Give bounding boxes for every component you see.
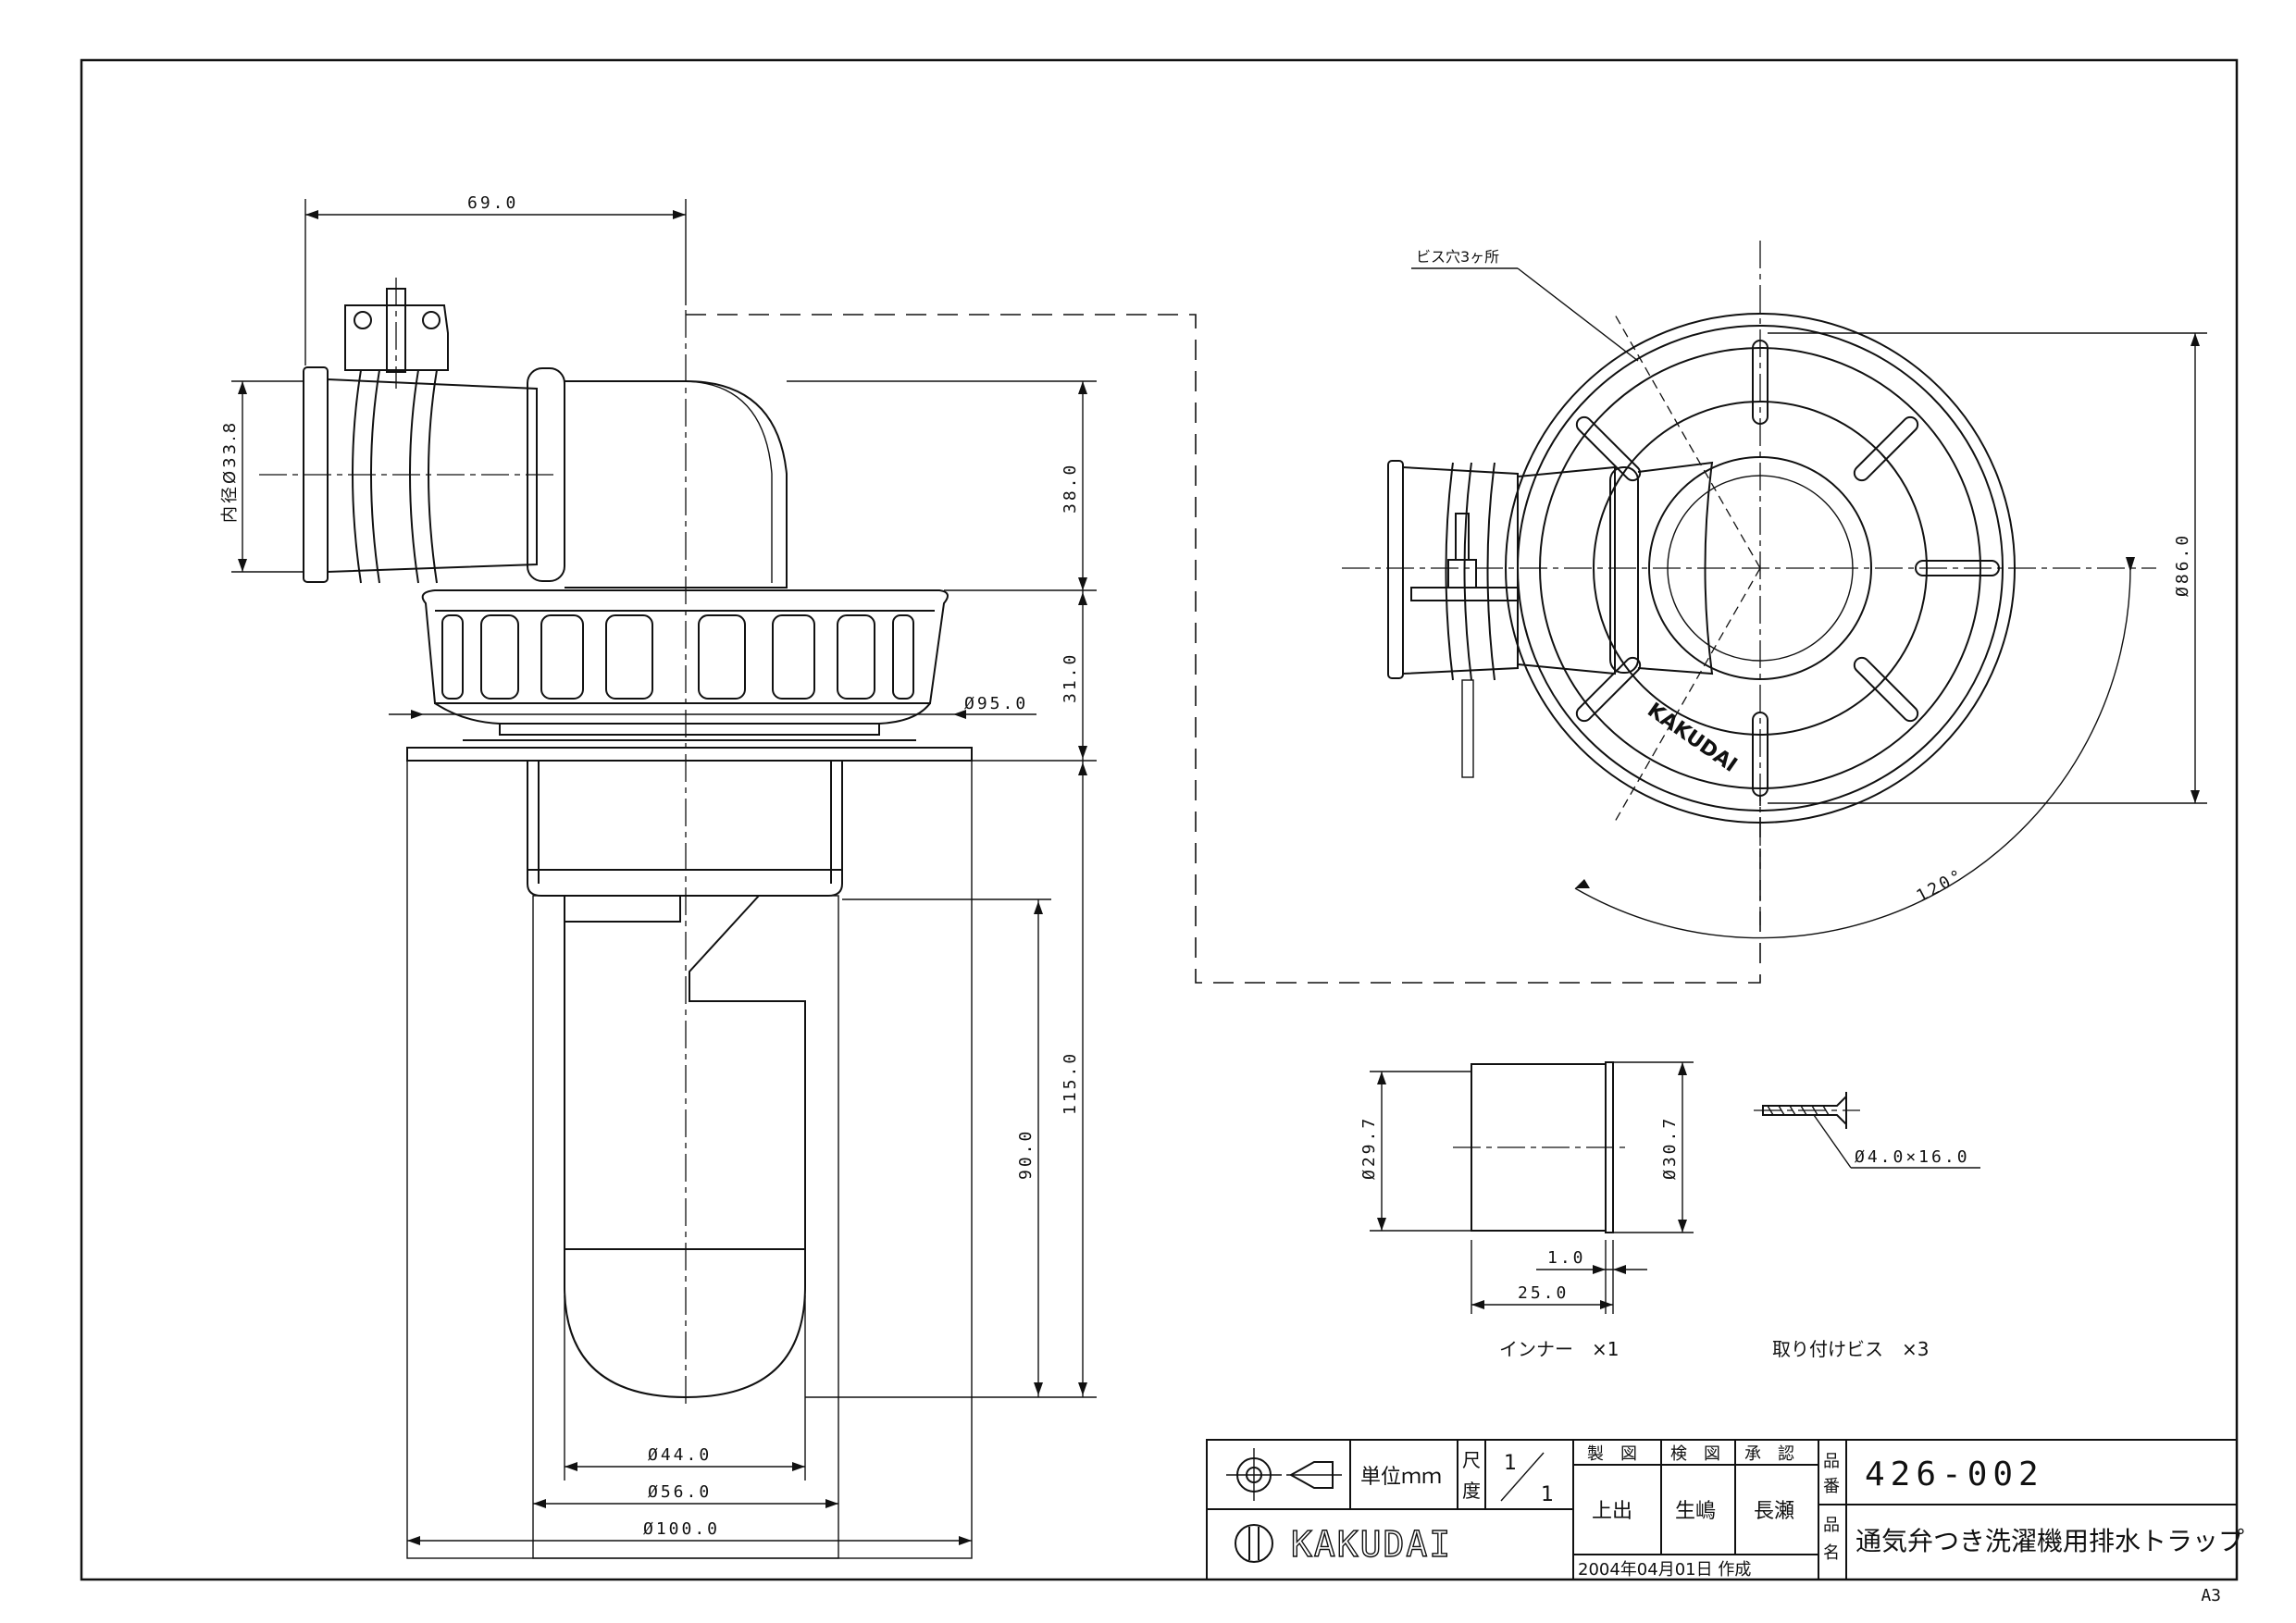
dim-inner-dia: 内径Ø33.8 bbox=[220, 420, 240, 523]
sheet-size: A3 bbox=[2201, 1586, 2221, 1605]
scale-label-2: 度 bbox=[1462, 1480, 1481, 1502]
creation-date: 2004年04月01日 作成 bbox=[1578, 1560, 1751, 1580]
part-no-label-2: 番 bbox=[1823, 1477, 1840, 1496]
dim-height-90: 90.0 bbox=[1016, 1129, 1036, 1180]
dim-angle-120: 120° bbox=[1913, 865, 1967, 907]
product-name: 通気弁つき洗濯機用排水トラップ bbox=[1855, 1526, 2244, 1556]
scale-numerator: 1 bbox=[1504, 1452, 1517, 1475]
top-view-emboss: KAKUDAI bbox=[1643, 699, 1741, 777]
dim-screw-size: Ø4.0×16.0 bbox=[1855, 1147, 1970, 1167]
name-label-1: 品 bbox=[1823, 1516, 1840, 1535]
dim-dia-95: Ø95.0 bbox=[964, 694, 1028, 713]
dim-dia-44: Ø44.0 bbox=[648, 1445, 712, 1465]
label-screw: 取り付けビス ×3 bbox=[1772, 1338, 1929, 1360]
dim-inner-1: 1.0 bbox=[1547, 1248, 1586, 1268]
dim-inner-30: Ø30.7 bbox=[1660, 1116, 1680, 1180]
dim-height-115: 115.0 bbox=[1061, 1051, 1080, 1115]
dim-inner-25: 25.0 bbox=[1518, 1283, 1569, 1303]
scale-denominator: 1 bbox=[1541, 1483, 1554, 1506]
company-logo: KAKUDAI bbox=[1291, 1524, 1452, 1565]
unit-label: 単位ｍｍ bbox=[1360, 1466, 1442, 1489]
made-by: 上出 bbox=[1592, 1500, 1632, 1523]
dim-width-69: 69.0 bbox=[467, 193, 518, 213]
dim-height-38: 38.0 bbox=[1061, 463, 1080, 514]
label-inner: インナー ×1 bbox=[1499, 1338, 1619, 1360]
checked-by: 生嶋 bbox=[1675, 1500, 1716, 1523]
dim-dia-56: Ø56.0 bbox=[648, 1482, 712, 1502]
dim-inner-29: Ø29.7 bbox=[1359, 1116, 1379, 1180]
top-view: KAKUDAI ビス穴3ヶ所 120° Ø86.0 bbox=[1342, 241, 2207, 939]
part-number: 426-002 bbox=[1865, 1456, 2044, 1493]
screw-view: Ø4.0×16.0 取り付けビス ×3 bbox=[1754, 1092, 1980, 1360]
label-screw-holes: ビス穴3ヶ所 bbox=[1416, 248, 1499, 266]
scale-label-1: 尺 bbox=[1462, 1449, 1481, 1471]
dim-height-31: 31.0 bbox=[1061, 652, 1080, 703]
approved-by: 長瀬 bbox=[1754, 1500, 1794, 1523]
made-label: 製 図 bbox=[1587, 1444, 1637, 1464]
front-view: 69.0 内径Ø33.8 38.0 31.0 Ø95.0 115.0 90.0 … bbox=[220, 193, 1097, 1559]
dim-dia-100: Ø100.0 bbox=[643, 1519, 720, 1539]
drawing-frame bbox=[80, 58, 2239, 1581]
part-no-label-1: 品 bbox=[1823, 1452, 1840, 1471]
dim-dia-86: Ø86.0 bbox=[2173, 533, 2192, 597]
title-block: 単位ｍｍ 尺 度 1 1 製 図 検 図 承 認 上出 生嶋 長瀬 品 番 42… bbox=[1206, 1439, 2244, 1580]
approved-label: 承 認 bbox=[1744, 1444, 1794, 1464]
inner-part-view: Ø29.7 Ø30.7 1.0 25.0 インナー ×1 bbox=[1359, 1061, 1694, 1360]
name-label-2: 名 bbox=[1823, 1543, 1840, 1563]
checked-label: 検 図 bbox=[1670, 1444, 1720, 1464]
